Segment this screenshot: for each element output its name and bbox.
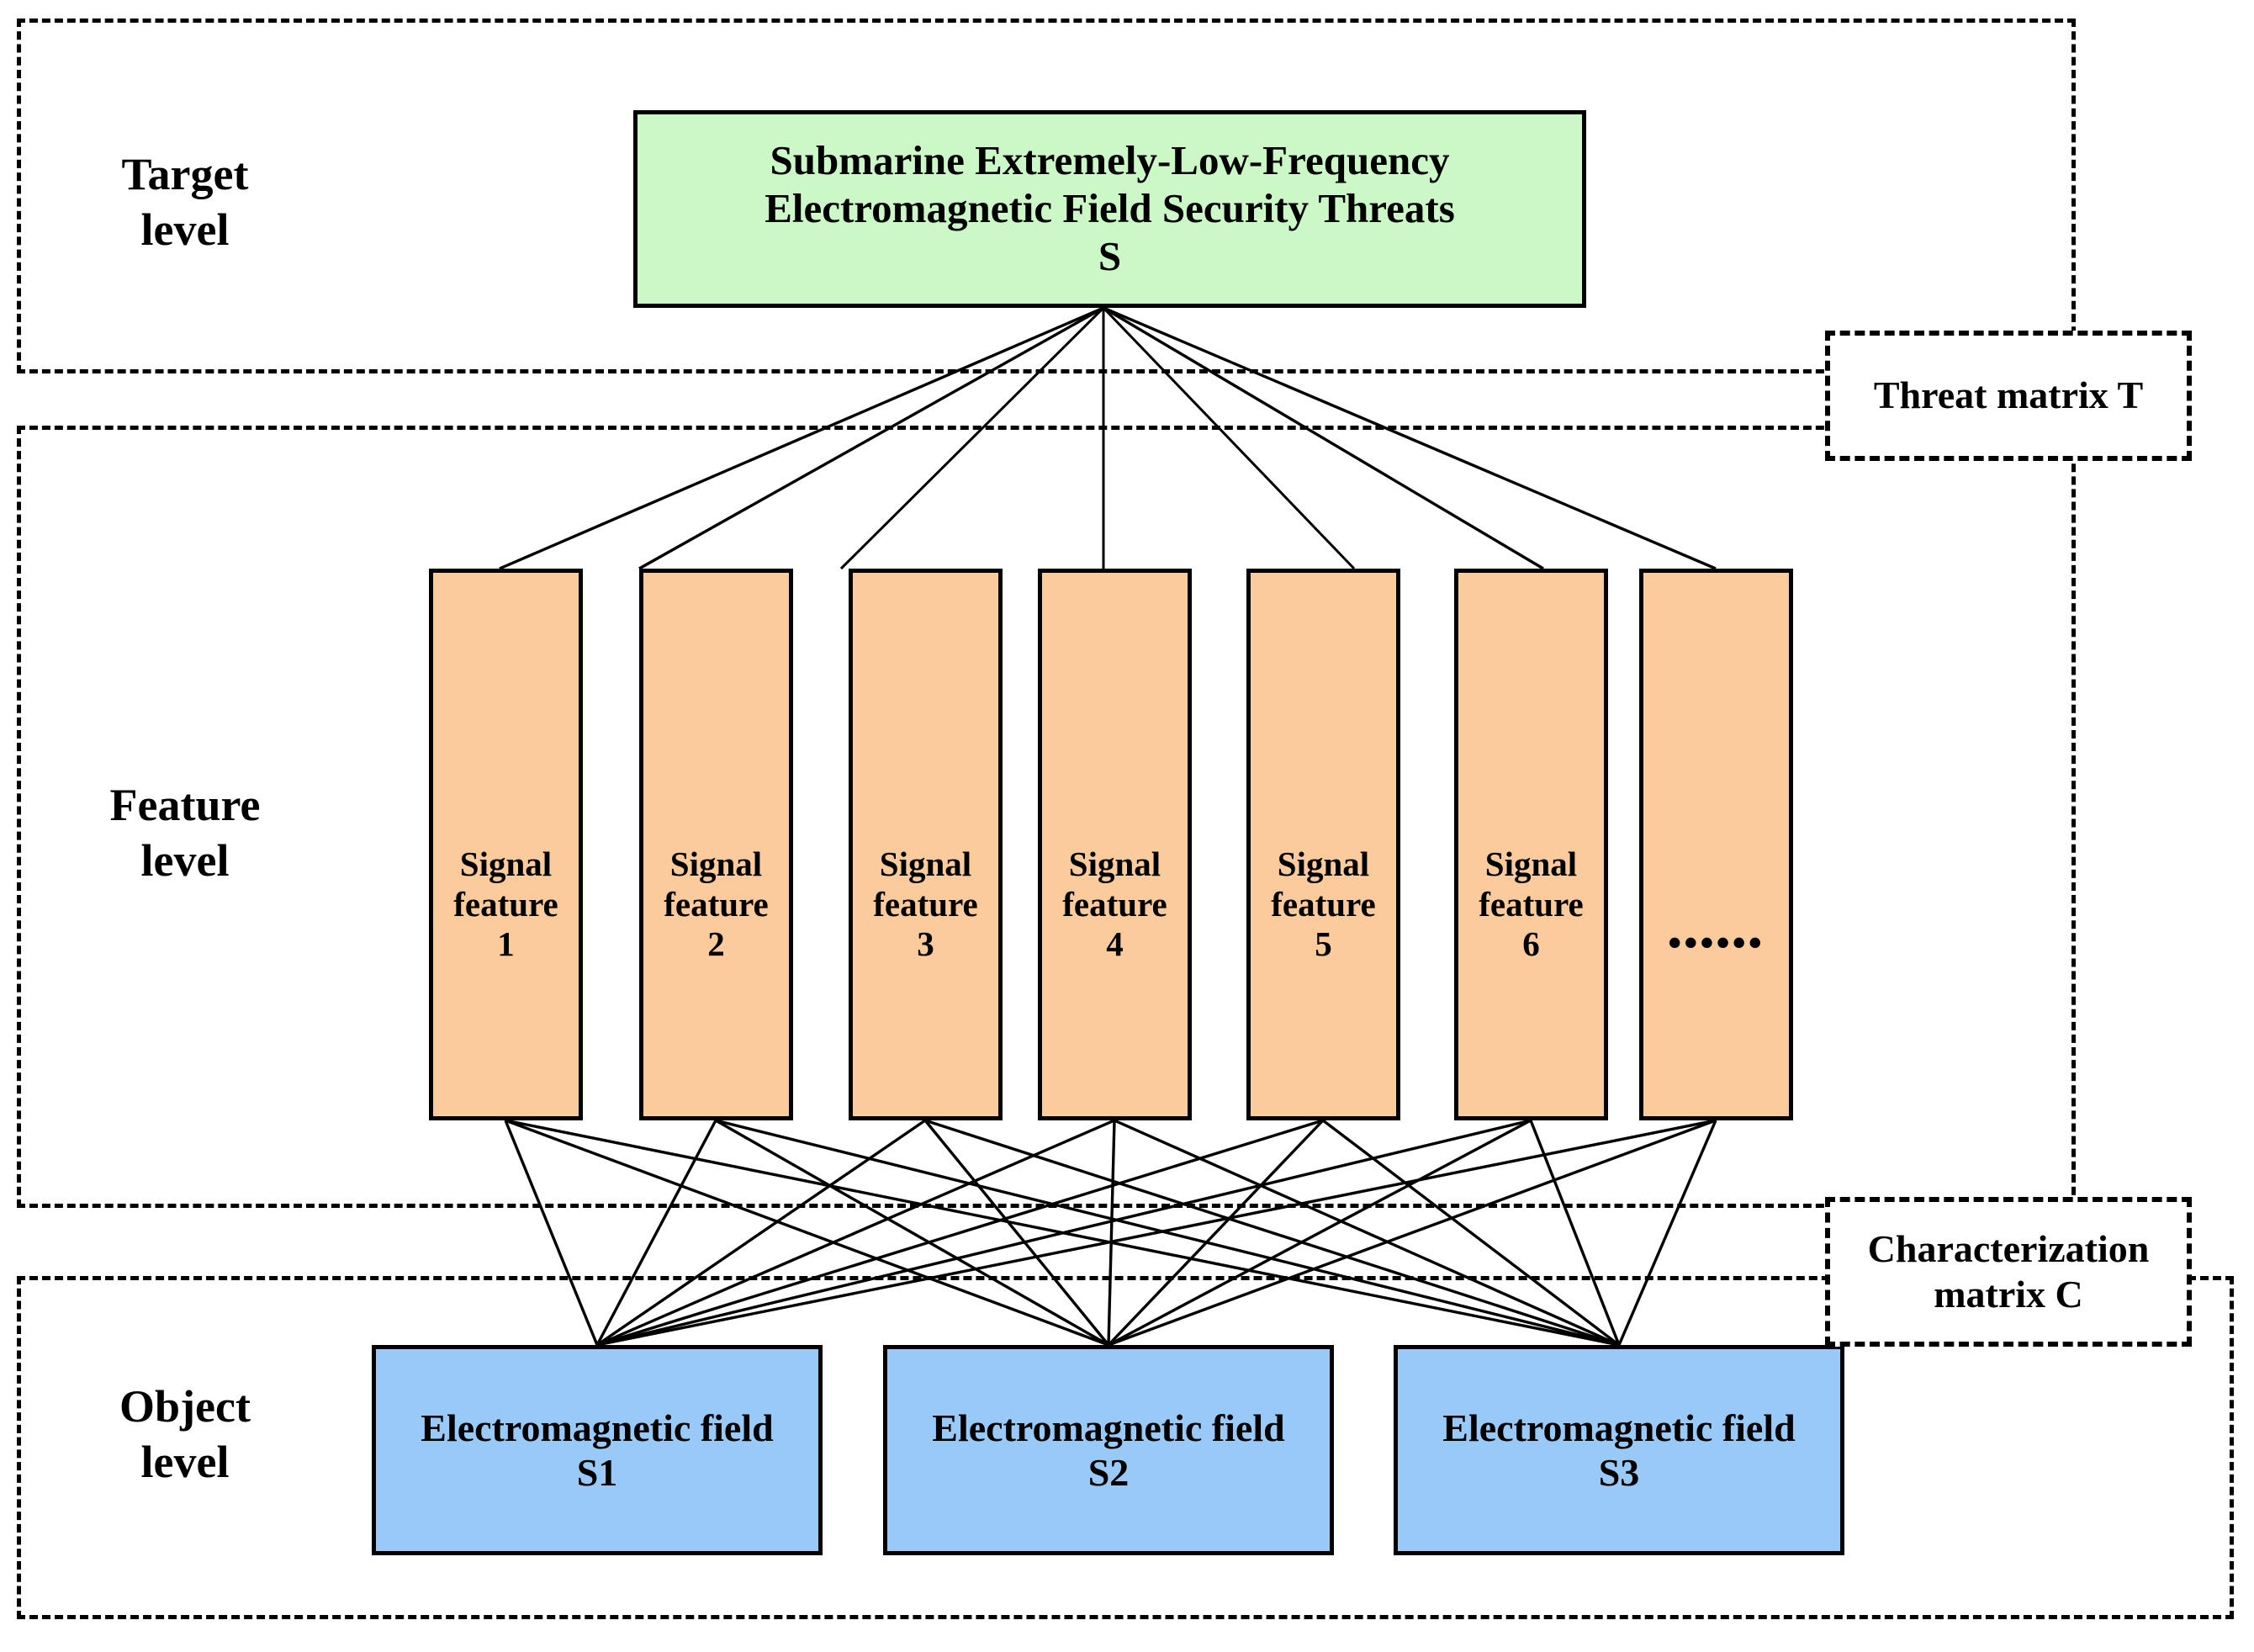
object-node-s1[interactable]: Electromagnetic field S1 <box>372 1345 823 1555</box>
level-label-feature: Feature level <box>109 780 261 886</box>
feature-node-6[interactable]: Signal feature 6 <box>1454 569 1608 1120</box>
feature-node-5-label: Signal feature 5 <box>1271 845 1376 964</box>
object-node-s3[interactable]: Electromagnetic field S3 <box>1394 1345 1844 1555</box>
object-node-s2[interactable]: Electromagnetic field S2 <box>883 1345 1334 1555</box>
feature-node-1[interactable]: Signal feature 1 <box>429 569 583 1120</box>
feature-node-4[interactable]: Signal feature 4 <box>1038 569 1192 1120</box>
feature-node-2[interactable]: Signal feature 2 <box>639 569 793 1120</box>
level-label-object: Object level <box>119 1381 251 1487</box>
feature-node-4-label: Signal feature 4 <box>1062 845 1167 964</box>
feature-node-2-label: Signal feature 2 <box>664 845 769 964</box>
threat-matrix-box[interactable]: Threat matrix T <box>1825 331 2192 461</box>
feature-node-more[interactable]: •••••• <box>1639 569 1793 1120</box>
feature-node-6-label: Signal feature 6 <box>1479 845 1584 964</box>
feature-node-3-label: Signal feature 3 <box>873 845 978 964</box>
feature-node-1-label: Signal feature 1 <box>453 845 558 964</box>
characterization-matrix-box[interactable]: Characterization matrix C <box>1825 1197 2192 1347</box>
feature-node-5[interactable]: Signal feature 5 <box>1246 569 1400 1120</box>
level-label-target: Target level <box>121 149 249 255</box>
feature-node-more-label: •••••• <box>1668 920 1765 964</box>
target-node-security-threats[interactable]: Submarine Extremely-Low-Frequency Electr… <box>633 110 1586 308</box>
feature-node-3[interactable]: Signal feature 3 <box>849 569 1003 1120</box>
